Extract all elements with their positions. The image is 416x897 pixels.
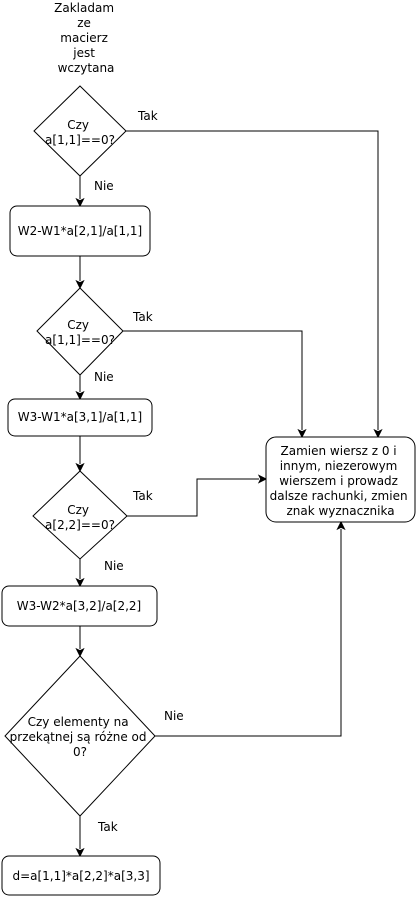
step-1-shape: [9, 205, 151, 257]
edge-d2-to-step2-arrow: [75, 390, 85, 401]
swap-rows-line: znak wyznacznika: [286, 504, 394, 518]
decision-1-label: Czy a[1,1]==0?: [45, 118, 115, 147]
decision-3: Czy a[2,2]==0?: [32, 470, 128, 560]
decision-4-shape: [4, 655, 156, 817]
edge-d4-to-result-arrow: [75, 847, 85, 858]
start-note: Zakladam ze macierz jest wczytana: [54, 1, 118, 75]
decision-4: Czy elementy na przekątnej są różne od 0…: [4, 655, 156, 817]
decision-4-label: Czy elementy na przekątnej są różne od 0…: [10, 715, 151, 759]
step-2: W3-W1*a[3,1]/a[1,1]: [7, 398, 153, 437]
edge-label-d3-no: Nie: [104, 559, 124, 573]
start-note-line: Zakladam: [54, 1, 114, 15]
decision-1-shape: [33, 85, 127, 177]
edge-label-d2-yes: Tak: [132, 310, 153, 324]
edge-d2-to-swap-arrow: [297, 428, 307, 439]
decision-2-line: a[1,1]==0?: [45, 333, 115, 347]
start-note-line: jest: [72, 46, 95, 60]
edge-label-d4-no: Nie: [164, 709, 184, 723]
result: d=a[1,1]*a[2,2]*a[3,3]: [1, 855, 161, 896]
edge-step3-to-d4-arrow: [75, 647, 85, 658]
edges: [75, 130, 383, 858]
decision-2-shape: [36, 287, 124, 376]
edge-d4-to-swap: [155, 529, 342, 737]
edge-d2-to-swap: [123, 330, 303, 430]
decision-3-line: a[2,2]==0?: [45, 518, 115, 532]
edge-label-d1-yes: Tak: [137, 109, 158, 123]
step-3-shape: [1, 585, 158, 627]
swap-rows: Zamien wiersz z 0 i innym, niezerowym wi…: [265, 436, 416, 523]
swap-rows-shape: [265, 436, 416, 523]
step-2-label: W3-W1*a[3,1]/a[1,1]: [18, 410, 143, 424]
edge-step2-to-d3-arrow: [75, 462, 85, 473]
edge-d1-to-step1-arrow: [75, 197, 85, 208]
edge-d3-to-swap: [127, 478, 259, 517]
decision-4-line: Czy elementy na: [28, 715, 129, 729]
decision-1: Czy a[1,1]==0?: [33, 85, 127, 177]
swap-rows-line: dalsze rachunki, zmien: [270, 489, 408, 503]
decision-2-line: Czy: [67, 318, 89, 332]
decision-3-shape: [32, 470, 128, 560]
step-1-label: W2-W1*a[2,1]/a[1,1]: [18, 224, 143, 238]
decision-2-label: Czy a[1,1]==0?: [45, 318, 115, 347]
step-3: W3-W2*a[3,2]/a[2,2]: [1, 585, 158, 627]
edge-label-d4-yes: Tak: [97, 820, 118, 834]
edge-step1-to-d2-arrow: [75, 279, 85, 290]
swap-rows-label: Zamien wiersz z 0 i innym, niezerowym wi…: [270, 444, 412, 518]
edge-d4-to-swap-arrow: [336, 520, 346, 531]
edge-d1-to-swap: [126, 130, 379, 430]
step-1: W2-W1*a[2,1]/a[1,1]: [9, 205, 151, 257]
result-shape: [1, 855, 161, 896]
edge-labels: Tak Nie Tak Nie Tak Nie Nie Tak: [94, 109, 184, 834]
edge-label-d1-no: Nie: [94, 179, 114, 193]
edge-label-d2-no: Nie: [94, 370, 114, 384]
swap-rows-line: wierszem i prowadz: [279, 474, 398, 488]
decision-3-label: Czy a[2,2]==0?: [45, 503, 115, 532]
swap-rows-line: innym, niezerowym: [280, 459, 398, 473]
decision-4-line: przekątnej są różne od: [10, 730, 147, 744]
swap-rows-line: Zamien wiersz z 0 i: [281, 444, 397, 458]
edge-d3-to-swap-arrow: [257, 474, 268, 484]
decision-2: Czy a[1,1]==0?: [36, 287, 124, 376]
start-note-line: ze: [77, 16, 91, 30]
decision-1-line: a[1,1]==0?: [45, 133, 115, 147]
decision-4-line: 0?: [73, 745, 87, 759]
edge-d3-to-step3-arrow: [75, 577, 85, 588]
edge-d1-to-swap-arrow: [373, 428, 383, 439]
decision-1-line: Czy: [67, 118, 89, 132]
edge-label-d3-yes: Tak: [132, 489, 153, 503]
step-3-label: W3-W2*a[3,2]/a[2,2]: [17, 599, 142, 613]
start-note-line: wczytana: [58, 61, 115, 75]
result-label: d=a[1,1]*a[2,2]*a[3,3]: [12, 869, 149, 883]
start-note-line: macierz: [60, 31, 108, 45]
step-2-shape: [7, 398, 153, 437]
decision-3-line: Czy: [67, 503, 89, 517]
